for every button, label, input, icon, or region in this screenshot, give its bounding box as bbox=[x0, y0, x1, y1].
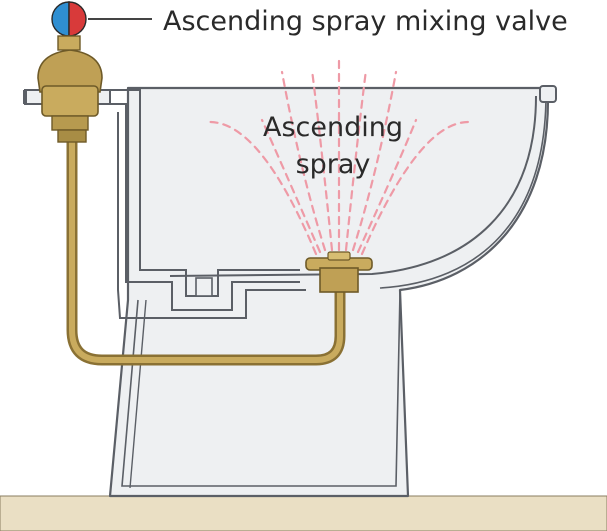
rim-channel bbox=[23, 89, 306, 319]
ascending-spray bbox=[206, 58, 472, 256]
floor bbox=[0, 495, 607, 531]
supply-pipe bbox=[66, 134, 346, 366]
mixing-valve bbox=[25, 1, 111, 143]
hot-cold-knob-icon bbox=[51, 1, 87, 51]
spray-label-line1: Ascending bbox=[263, 112, 403, 143]
spray-nozzle-icon bbox=[305, 251, 373, 293]
valve-label: Ascending spray mixing valve bbox=[163, 6, 568, 37]
spray-label-line2: spray bbox=[296, 149, 371, 180]
